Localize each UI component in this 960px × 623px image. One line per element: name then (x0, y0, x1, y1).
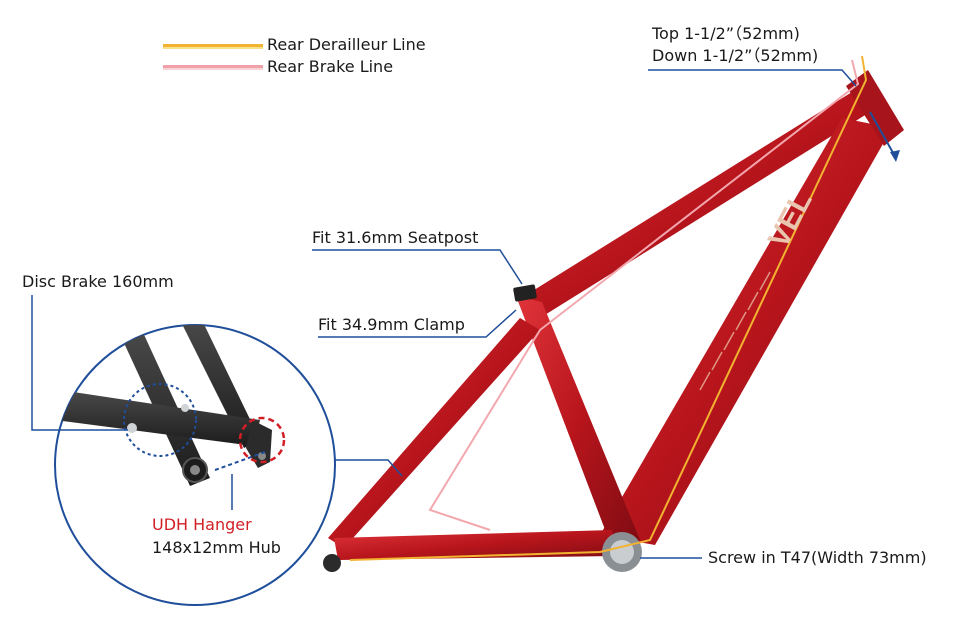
chain-stay (334, 530, 616, 560)
seat-tube (516, 296, 640, 548)
udh-highlight (238, 416, 286, 464)
legend-brake-label: Rear Brake Line (267, 57, 394, 76)
hub-label: 148x12mm Hub (152, 538, 281, 557)
detail-zoom (54, 324, 336, 606)
disc-mount-outline (123, 383, 197, 457)
down-tube (600, 118, 892, 545)
headtube-down-label: Down 1-1/2”（52mm) (652, 46, 819, 65)
head-tube (846, 70, 904, 146)
legend-derailleur-label: Rear Derailleur Line (267, 35, 426, 54)
main-frame: VEL (323, 55, 904, 572)
top-tube (518, 92, 870, 318)
seat-stay (328, 318, 540, 548)
brake-cable (428, 59, 860, 531)
seatpost-label: Fit 31.6mm Seatpost (312, 228, 479, 247)
leader-disc-brake (31, 295, 128, 431)
hub-axis (214, 451, 266, 471)
leader-seatpost (312, 249, 523, 285)
bottom-bracket-label: Screw in T47(Width 73mm) (708, 548, 927, 567)
leader-zoom (335, 459, 403, 477)
derailleur-cable (349, 55, 868, 561)
downtube-graphics (699, 271, 771, 391)
disc-brake-label: Disc Brake 160mm (22, 272, 174, 291)
seat-clamp (513, 284, 537, 302)
derailleur-line-swatch (163, 44, 263, 47)
headset-arrow (869, 111, 897, 159)
dropout (323, 554, 341, 572)
clamp-label: Fit 34.9mm Clamp (318, 315, 465, 334)
udh-hanger-label: UDH Hanger (152, 515, 252, 534)
headtube-top-label: Top 1-1/2”（52mm) (652, 24, 800, 43)
leader-headtube (648, 69, 857, 87)
detail-chain-stay (55, 390, 260, 446)
brake-line-swatch (163, 65, 263, 68)
leader-clamp (318, 309, 517, 338)
leader-lines (31, 69, 857, 559)
